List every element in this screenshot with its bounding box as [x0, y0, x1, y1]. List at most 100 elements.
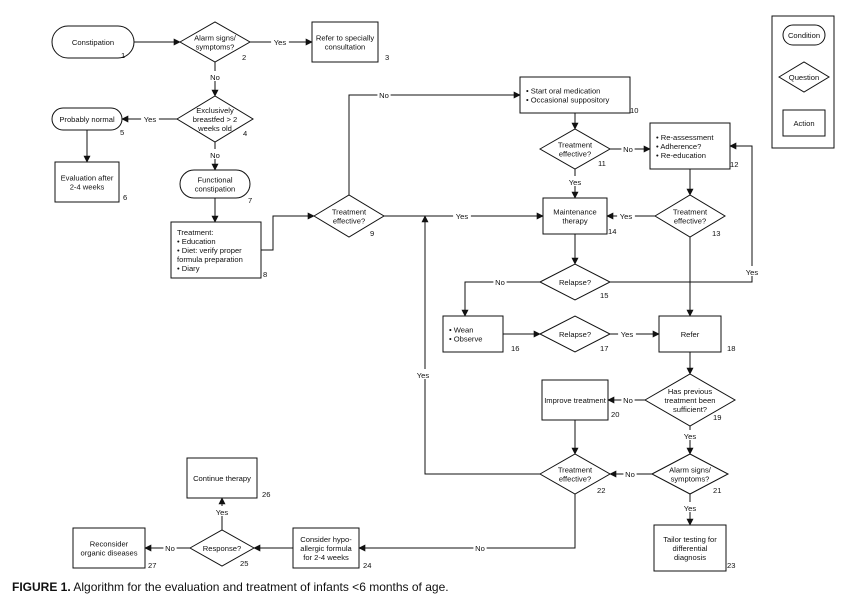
edge-label: Yes: [274, 38, 287, 47]
edge-label: Yes: [216, 508, 229, 517]
node-label-line: organic diseases: [81, 549, 138, 558]
node-label-line: effective?: [674, 217, 706, 226]
node-label-line: Alarm signs/: [669, 466, 712, 475]
node-label-line: 2-4 weeks: [70, 183, 105, 192]
edge-label: Yes: [684, 432, 697, 441]
edge-label: No: [623, 145, 633, 154]
node-label-line: Refer to specially: [316, 34, 374, 43]
node-12-action: • Re-assessment• Adherence?• Re-educatio…: [649, 122, 738, 170]
edge-label-bg: [414, 369, 432, 379]
node-label-line: constipation: [195, 185, 236, 194]
edge-label: No: [475, 544, 485, 553]
node-label-line: effective?: [559, 150, 591, 159]
edge-label-bg: [681, 430, 699, 440]
question-shape: [654, 194, 726, 238]
edge-label-bg: [623, 468, 637, 478]
node-15-question: Relapse?15: [538, 263, 612, 301]
node-number: 5: [120, 128, 124, 137]
node-number: 13: [712, 229, 720, 238]
node-label-line: Alarm signs/: [194, 34, 237, 43]
node-label-line: treatment been: [664, 396, 715, 405]
node-label-line: Relapse?: [559, 330, 591, 339]
edge-label: Yes: [569, 178, 582, 187]
question-shape: [650, 453, 730, 495]
edge-15-to-16: [461, 281, 540, 317]
node-label-line: Treatment: [673, 208, 708, 217]
edge-label-bg: [473, 542, 487, 552]
action-shape: [519, 76, 631, 114]
node-label-line: for 2-4 weeks: [303, 553, 349, 562]
edge-label: No: [495, 278, 505, 287]
question-shape: [188, 529, 256, 567]
edge-label-bg: [453, 210, 471, 220]
edge-label-bg: [163, 542, 177, 552]
edge-label-bg: [271, 36, 289, 46]
edge-label-bg: [377, 89, 391, 99]
edge-label-bg: [743, 266, 761, 276]
question-shape: [178, 21, 252, 63]
node-label-line: allergic formula: [300, 544, 352, 553]
edge-label: Yes: [417, 371, 430, 380]
node-label-line: Exclusively: [196, 106, 234, 115]
node-label-line: sufficient?: [673, 405, 707, 414]
legend-question-shape: [778, 61, 830, 93]
legend-question-label: Question: [789, 73, 819, 82]
node-label-line: • Start oral medication: [526, 87, 600, 96]
node-number: 25: [240, 559, 248, 568]
action-shape: [186, 457, 258, 499]
node-label-line: weeks old: [197, 124, 232, 133]
action-shape: [170, 221, 262, 279]
node-number: 12: [730, 160, 738, 169]
node-label-line: formula preparation: [177, 255, 243, 264]
condition-shape: [179, 169, 251, 199]
node-number: 11: [598, 159, 606, 168]
edge-label: Yes: [684, 504, 697, 513]
legend-action-label: Action: [793, 119, 814, 128]
node-label-line: diagnosis: [674, 553, 706, 562]
action-shape: [649, 122, 731, 170]
edge-15-to-12: [610, 142, 753, 283]
node-label-line: Response?: [203, 544, 241, 553]
node-number: 26: [262, 490, 270, 499]
node-number: 9: [370, 229, 374, 238]
node-label-line: Relapse?: [559, 278, 591, 287]
action-shape: [542, 197, 608, 235]
question-shape: [313, 194, 385, 238]
node-number: 8: [263, 270, 267, 279]
node-label-line: • Re-assessment: [656, 133, 714, 142]
action-shape: [658, 315, 722, 353]
node-label-line: consultation: [325, 43, 366, 52]
node-label-line: Maintenance: [553, 208, 596, 217]
node-number: 24: [363, 561, 371, 570]
edge-label-bg: [618, 328, 636, 338]
node-number: 14: [608, 227, 616, 236]
action-shape: [311, 21, 379, 63]
node-number: 21: [713, 486, 721, 495]
caption-label: FIGURE 1.: [12, 580, 71, 594]
edge-label-bg: [681, 502, 699, 512]
edge-labels-layer: YesNoYesNoNoYesNoYesYesNoYesYesNoYesNoYe…: [141, 36, 761, 553]
node-number: 4: [243, 129, 247, 138]
edge-label: Yes: [746, 268, 759, 277]
node-number: 1: [121, 51, 125, 60]
node-label-line: Constipation: [72, 38, 114, 47]
legend-condition-label: Condition: [788, 31, 820, 40]
node-number: 23: [727, 561, 735, 570]
question-shape: [538, 263, 612, 301]
node-21-question: Alarm signs/symptoms?21: [650, 453, 730, 495]
question-shape: [176, 95, 254, 143]
edge-label-bg: [617, 210, 635, 220]
node-number: 27: [148, 561, 156, 570]
condition-shape: [51, 107, 123, 131]
